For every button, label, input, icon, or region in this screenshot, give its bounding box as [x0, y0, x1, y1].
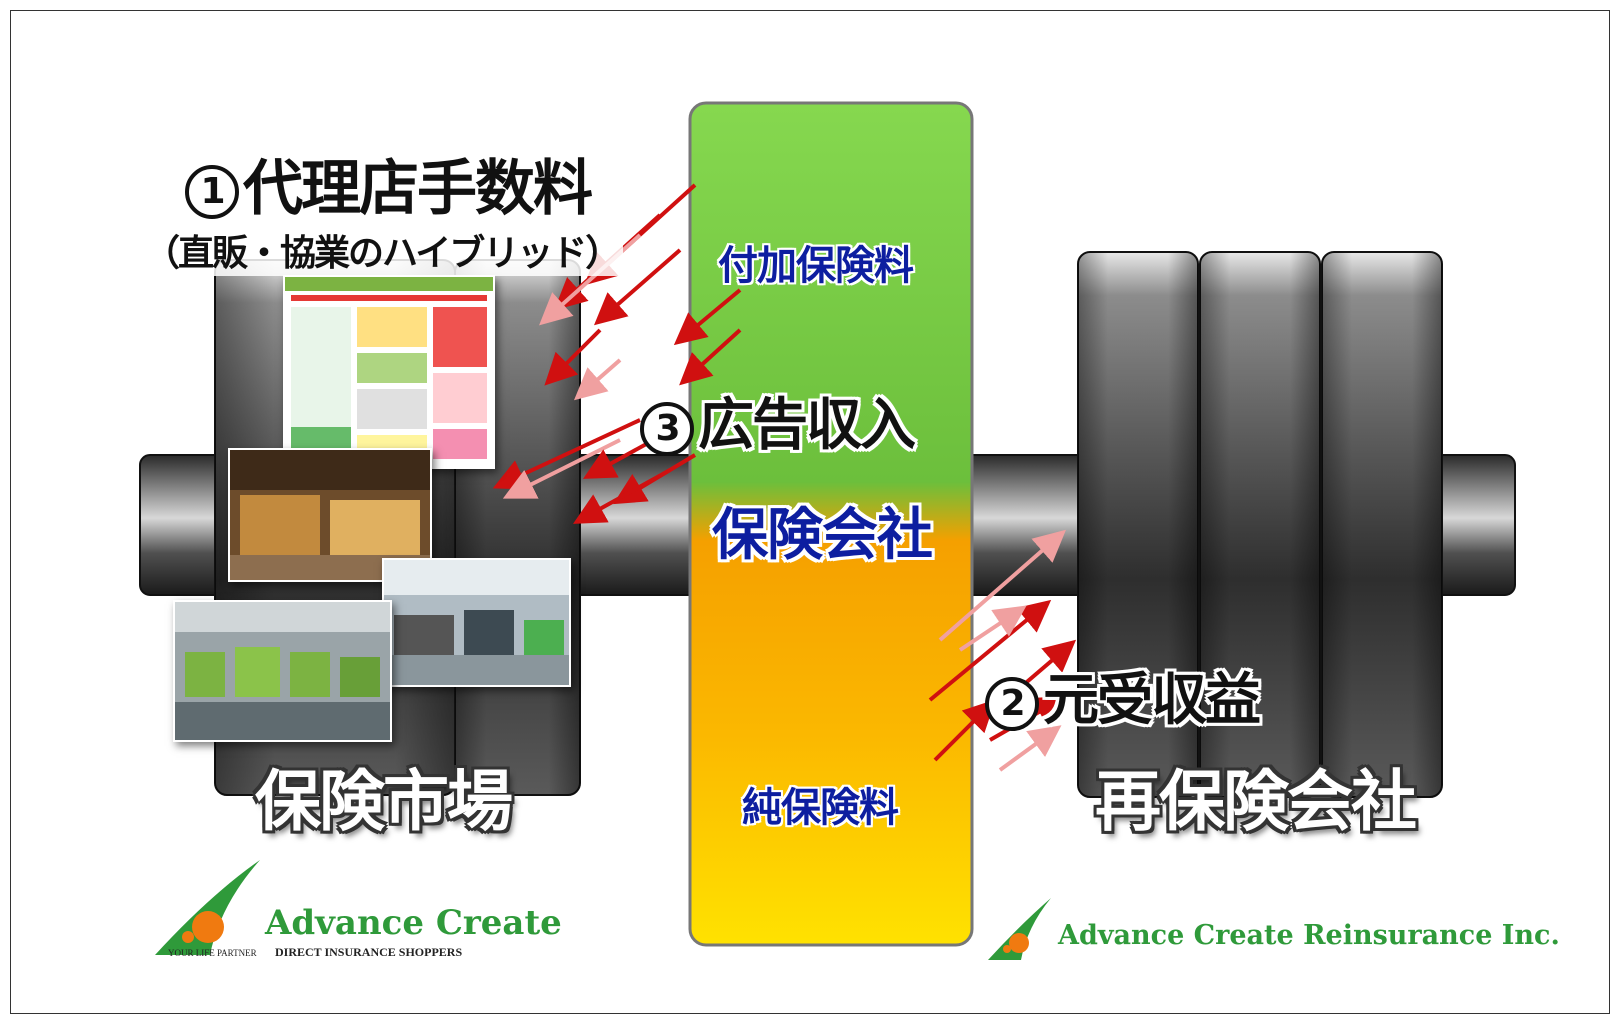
- pure-premium-label: 純保険料: [742, 785, 899, 831]
- insurance-market-label: 保険市場: [255, 763, 513, 840]
- circled-number-1: 1: [185, 165, 239, 220]
- right-arrows: [928, 529, 1077, 772]
- website-screenshot-photo: [283, 275, 495, 469]
- advance-create-tagline: YOUR LIFE PARTNER: [168, 948, 257, 958]
- insurance-company-label: 保険会社: [712, 503, 933, 568]
- right-plates: [1077, 251, 1443, 798]
- reinsurance-logo-mark: [988, 898, 1051, 960]
- office-photo-left: [173, 600, 392, 742]
- circled-number-3: 3: [640, 401, 694, 456]
- loading-premium-label: 付加保険料: [718, 243, 914, 289]
- reinsurance-logo-name: Advance Create Reinsurance Inc.: [1058, 920, 1560, 951]
- advance-create-subtitle: DIRECT INSURANCE SHOPPERS: [275, 945, 463, 959]
- left-arrows: [492, 183, 742, 524]
- hybrid-note: （直販・協業のハイブリッド）: [140, 224, 624, 276]
- insurance-company-block: [688, 101, 974, 947]
- advance-create-logo-name: Advance Create: [265, 903, 562, 943]
- circled-number-2: 2: [985, 676, 1039, 731]
- reinsurance-company-label: 再保険会社: [1095, 763, 1417, 840]
- office-photo-right: [382, 558, 571, 687]
- advance-create-logo-mark: [155, 860, 260, 955]
